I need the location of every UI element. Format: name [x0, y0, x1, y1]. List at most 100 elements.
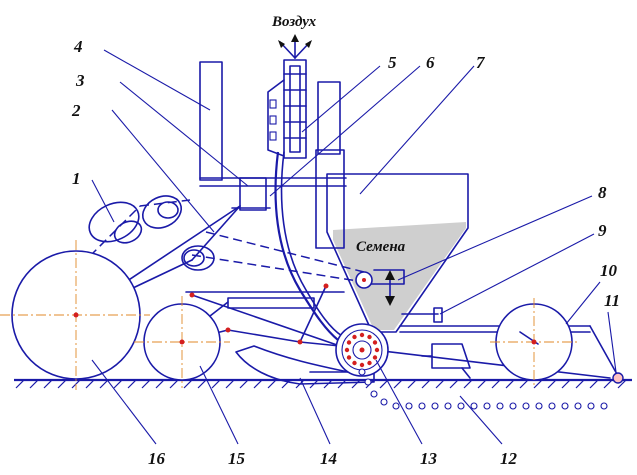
- seeds-label-bg: [350, 236, 424, 256]
- ground-hatch: [169, 379, 179, 389]
- seed-dot: [358, 368, 366, 376]
- ground-hatch: [211, 379, 221, 389]
- ground-hatch: [575, 379, 585, 389]
- callout-3: 3: [75, 71, 85, 90]
- ground-hatch: [505, 379, 515, 389]
- air-arrows: [278, 34, 312, 59]
- ground-hatch: [29, 379, 39, 389]
- disc-hole: [359, 362, 365, 368]
- outlet-pipe: [199, 61, 347, 249]
- air-hose-inner: [280, 151, 343, 337]
- seed-dot: [535, 402, 543, 410]
- seed-dot: [457, 402, 465, 410]
- disc-hole: [367, 334, 372, 340]
- seed-dot: [600, 402, 608, 410]
- seed-dot: [364, 378, 372, 386]
- ground-hatch: [393, 379, 403, 389]
- disc-hole: [346, 340, 352, 345]
- ground-hatch: [337, 379, 347, 389]
- ground-hatch: [617, 379, 627, 389]
- ground-hatch: [379, 379, 389, 389]
- seed-dot: [548, 402, 556, 410]
- ground-hatch: [533, 379, 543, 389]
- seed-dot: [470, 402, 478, 410]
- callout-4: 4: [73, 37, 83, 56]
- seed-dot: [483, 402, 491, 410]
- seed-dot: [418, 402, 426, 410]
- ground-hatch: [449, 379, 459, 389]
- ground-hatch: [155, 379, 165, 389]
- ground-hatch: [435, 379, 445, 389]
- seeds-caption: Семена: [356, 239, 406, 255]
- furrow-closer: [421, 343, 471, 379]
- disc-hole: [367, 360, 372, 366]
- disc-hole: [374, 347, 380, 353]
- ground-hatch: [127, 379, 137, 389]
- disc-hole: [372, 355, 378, 360]
- ground-hatch: [407, 379, 417, 389]
- seed-dot: [370, 390, 378, 398]
- seed-dot: [509, 402, 517, 410]
- disc-hole: [344, 347, 350, 353]
- ground-hatch: [239, 379, 249, 389]
- ground-hatch: [99, 379, 109, 389]
- disc-hole: [352, 360, 357, 366]
- callout-10: 10: [600, 261, 618, 280]
- seed-dot: [444, 402, 452, 410]
- air-hose: [274, 151, 339, 341]
- ground-hatch: [477, 379, 487, 389]
- callout-14: 14: [320, 449, 337, 468]
- callout-11: 11: [604, 291, 620, 310]
- seed-dot: [496, 402, 504, 410]
- ground-hatch: [561, 379, 571, 389]
- seed-dot: [380, 398, 388, 406]
- ground-hatch: [141, 379, 151, 389]
- seed-flow-arrow: [385, 270, 395, 306]
- seed-dot: [587, 402, 595, 410]
- ground-hatch: [197, 379, 207, 389]
- seed-dot: [392, 402, 400, 410]
- disc-hole: [372, 340, 378, 345]
- seed-dot: [405, 402, 413, 410]
- callout-12: 12: [500, 449, 518, 468]
- callout-5: 5: [388, 53, 397, 72]
- ground-hatch: [253, 379, 263, 389]
- ground-hatch: [519, 379, 529, 389]
- fan-unit: [267, 59, 307, 159]
- ground-hatch: [15, 379, 25, 389]
- disc-hole: [346, 355, 352, 360]
- rollers-1: [79, 195, 215, 271]
- ground-hatch: [267, 379, 277, 389]
- callout-1: 1: [72, 169, 81, 188]
- callout-7: 7: [476, 53, 486, 72]
- seed-dot: [522, 402, 530, 410]
- seeds-row: [358, 368, 608, 410]
- ground-hatch: [183, 379, 193, 389]
- seed-dot: [561, 402, 569, 410]
- callout-2: 2: [71, 101, 81, 120]
- distributor-box: [231, 177, 271, 211]
- ground-hatch: [603, 379, 613, 389]
- ground-hatch: [589, 379, 599, 389]
- ground-hatch: [43, 379, 53, 389]
- leader-lines: [91, 49, 617, 445]
- hinge-points: [73, 271, 624, 384]
- ground-hatch: [113, 379, 123, 389]
- callout-16: 16: [148, 449, 166, 468]
- disc-hole: [352, 334, 357, 340]
- callout-13: 13: [420, 449, 438, 468]
- ground-hatch: [351, 379, 361, 389]
- seed-dot: [574, 402, 582, 410]
- ground-hatch: [491, 379, 501, 389]
- callout-8: 8: [598, 183, 607, 202]
- callout-15: 15: [228, 449, 246, 468]
- ground-hatch: [57, 379, 67, 389]
- callout-9: 9: [598, 221, 607, 240]
- air-caption: Воздух: [271, 14, 317, 30]
- callout-6: 6: [426, 53, 435, 72]
- seed-dot: [431, 402, 439, 410]
- ground-hatch: [421, 379, 431, 389]
- ground-hatch: [85, 379, 95, 389]
